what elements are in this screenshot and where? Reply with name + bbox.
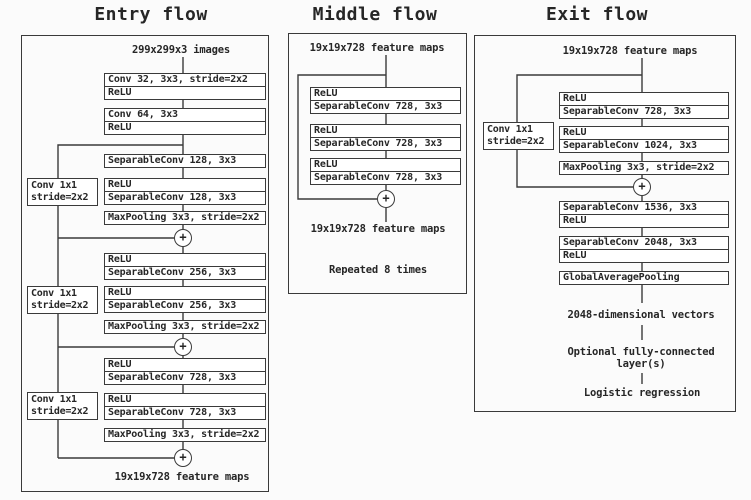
layer-label: ReLU: [563, 127, 587, 138]
layer-label: SeparableConv 256, 3x3: [105, 299, 265, 312]
layer-label: ReLU: [560, 249, 728, 262]
layer-label: ReLU: [108, 254, 132, 265]
layer-label: MaxPooling 3x3, stride=2x2: [108, 321, 260, 332]
logistic-label: Logistic regression: [583, 387, 701, 399]
layer-box-sepconv728a: ReLU SeparableConv 728, 3x3: [104, 358, 266, 385]
layer-label: ReLU: [314, 159, 338, 170]
layer-box-mid-sepconv2: ReLU SeparableConv 728, 3x3: [310, 124, 461, 151]
layer-label: GlobalAveragePooling: [563, 272, 680, 283]
layer-label: MaxPooling 3x3, stride=2x2: [108, 212, 260, 223]
layer-label: SeparableConv 256, 3x3: [105, 266, 265, 279]
layer-label: stride=2x2: [31, 192, 89, 203]
optional-fc-label: Optional fully-connected layer(s): [568, 346, 715, 370]
vectors-label: 2048-dimensional vectors: [567, 309, 715, 321]
layer-label: Conv 64, 3x3: [108, 109, 178, 120]
layer-label: ReLU: [105, 121, 265, 134]
residual-conv-box-2: Conv 1x1 stride=2x2: [27, 286, 98, 314]
layer-label: stride=2x2: [31, 406, 89, 417]
middle-flow-panel: [288, 33, 467, 294]
layer-label: SeparableConv 728, 3x3: [105, 406, 265, 419]
layer-label: ReLU: [563, 93, 587, 104]
layer-label: ReLU: [108, 394, 132, 405]
layer-label: ReLU: [108, 359, 132, 370]
optional-fc-label-line1: Optional fully-connected: [567, 346, 715, 358]
layer-label: MaxPooling 3x3, stride=2x2: [563, 162, 715, 173]
layer-box-exit-sepconv728: ReLU SeparableConv 728, 3x3: [559, 92, 729, 119]
exit-flow-panel: [474, 35, 736, 412]
residual-conv-box-3: Conv 1x1 stride=2x2: [27, 392, 98, 420]
middle-residual-line: [297, 74, 386, 200]
exit-flow-title: Exit flow: [545, 4, 649, 25]
layer-box-maxpool2: MaxPooling 3x3, stride=2x2: [104, 320, 266, 334]
layer-label: stride=2x2: [31, 300, 89, 311]
layer-label: SeparableConv 728, 3x3: [105, 371, 265, 384]
residual-conv-box-1: Conv 1x1 stride=2x2: [27, 178, 98, 206]
layer-label: Conv 32, 3x3, stride=2x2: [108, 74, 248, 85]
layer-box-globalavgpool: GlobalAveragePooling: [559, 271, 729, 285]
layer-box-maxpool3: MaxPooling 3x3, stride=2x2: [104, 428, 266, 442]
optional-fc-label-line2: layer(s): [616, 358, 666, 370]
layer-label: Conv 1x1: [31, 180, 77, 191]
layer-label: SeparableConv 128, 3x3: [108, 155, 237, 166]
layer-label: Conv 1x1: [487, 124, 533, 135]
layer-label: SeparableConv 728, 3x3: [560, 105, 728, 118]
layer-box-mid-sepconv1: ReLU SeparableConv 728, 3x3: [310, 87, 461, 114]
layer-box-sepconv256a: ReLU SeparableConv 256, 3x3: [104, 253, 266, 280]
input-shape-label: 19x19x728 feature maps: [562, 45, 698, 57]
layer-label: ReLU: [314, 88, 338, 99]
layer-label: ReLU: [108, 287, 132, 298]
layer-label: SeparableConv 728, 3x3: [311, 100, 460, 113]
exit-residual-line: [516, 74, 642, 188]
layer-box-conv32: Conv 32, 3x3, stride=2x2 ReLU: [104, 73, 266, 100]
layer-box-conv64: Conv 64, 3x3 ReLU: [104, 108, 266, 135]
layer-label: SeparableConv 1024, 3x3: [560, 139, 728, 152]
merge-plus-icon: +: [633, 178, 651, 196]
layer-box-sepconv128b: ReLU SeparableConv 128, 3x3: [104, 178, 266, 205]
layer-label: Conv 1x1: [31, 394, 77, 405]
layer-label: SeparableConv 128, 3x3: [105, 191, 265, 204]
layer-box-sepconv256b: ReLU SeparableConv 256, 3x3: [104, 286, 266, 313]
layer-label: SeparableConv 1536, 3x3: [563, 202, 697, 213]
layer-label: SeparableConv 728, 3x3: [311, 171, 460, 184]
layer-box-mid-sepconv3: ReLU SeparableConv 728, 3x3: [310, 158, 461, 185]
layer-label: SeparableConv 2048, 3x3: [563, 237, 697, 248]
entry-flow-panel: [21, 35, 269, 492]
layer-label: ReLU: [314, 125, 338, 136]
layer-box-exit-maxpool: MaxPooling 3x3, stride=2x2: [559, 161, 729, 175]
layer-box-exit-sepconv1024: ReLU SeparableConv 1024, 3x3: [559, 126, 729, 153]
layer-label: ReLU: [560, 214, 728, 227]
layer-box-sepconv128a: SeparableConv 128, 3x3: [104, 154, 266, 168]
entry-residual-line: [57, 144, 183, 459]
layer-label: ReLU: [105, 86, 265, 99]
merge-plus-icon: +: [174, 338, 192, 356]
output-shape-label: 19x19x728 feature maps: [310, 223, 446, 235]
entry-flow-title: Entry flow: [94, 4, 208, 25]
layer-label: Conv 1x1: [31, 288, 77, 299]
layer-label: ReLU: [108, 179, 132, 190]
layer-box-exit-sepconv2048: SeparableConv 2048, 3x3 ReLU: [559, 236, 729, 263]
layer-box-sepconv728b: ReLU SeparableConv 728, 3x3: [104, 393, 266, 420]
layer-label: MaxPooling 3x3, stride=2x2: [108, 429, 260, 440]
repeat-note: Repeated 8 times: [329, 264, 427, 276]
merge-plus-icon: +: [377, 190, 395, 208]
middle-flow-title: Middle flow: [312, 4, 438, 25]
merge-plus-icon: +: [174, 229, 192, 247]
residual-conv-box-exit: Conv 1x1 stride=2x2: [483, 122, 554, 150]
layer-box-maxpool1: MaxPooling 3x3, stride=2x2: [104, 211, 266, 225]
layer-label: stride=2x2: [487, 136, 545, 147]
input-shape-label: 19x19x728 feature maps: [309, 42, 445, 54]
output-shape-label: 19x19x728 feature maps: [114, 471, 250, 483]
layer-box-exit-sepconv1536: SeparableConv 1536, 3x3 ReLU: [559, 201, 729, 228]
merge-plus-icon: +: [174, 449, 192, 467]
input-shape-label: 299x299x3 images: [132, 44, 230, 56]
layer-label: SeparableConv 728, 3x3: [311, 137, 460, 150]
